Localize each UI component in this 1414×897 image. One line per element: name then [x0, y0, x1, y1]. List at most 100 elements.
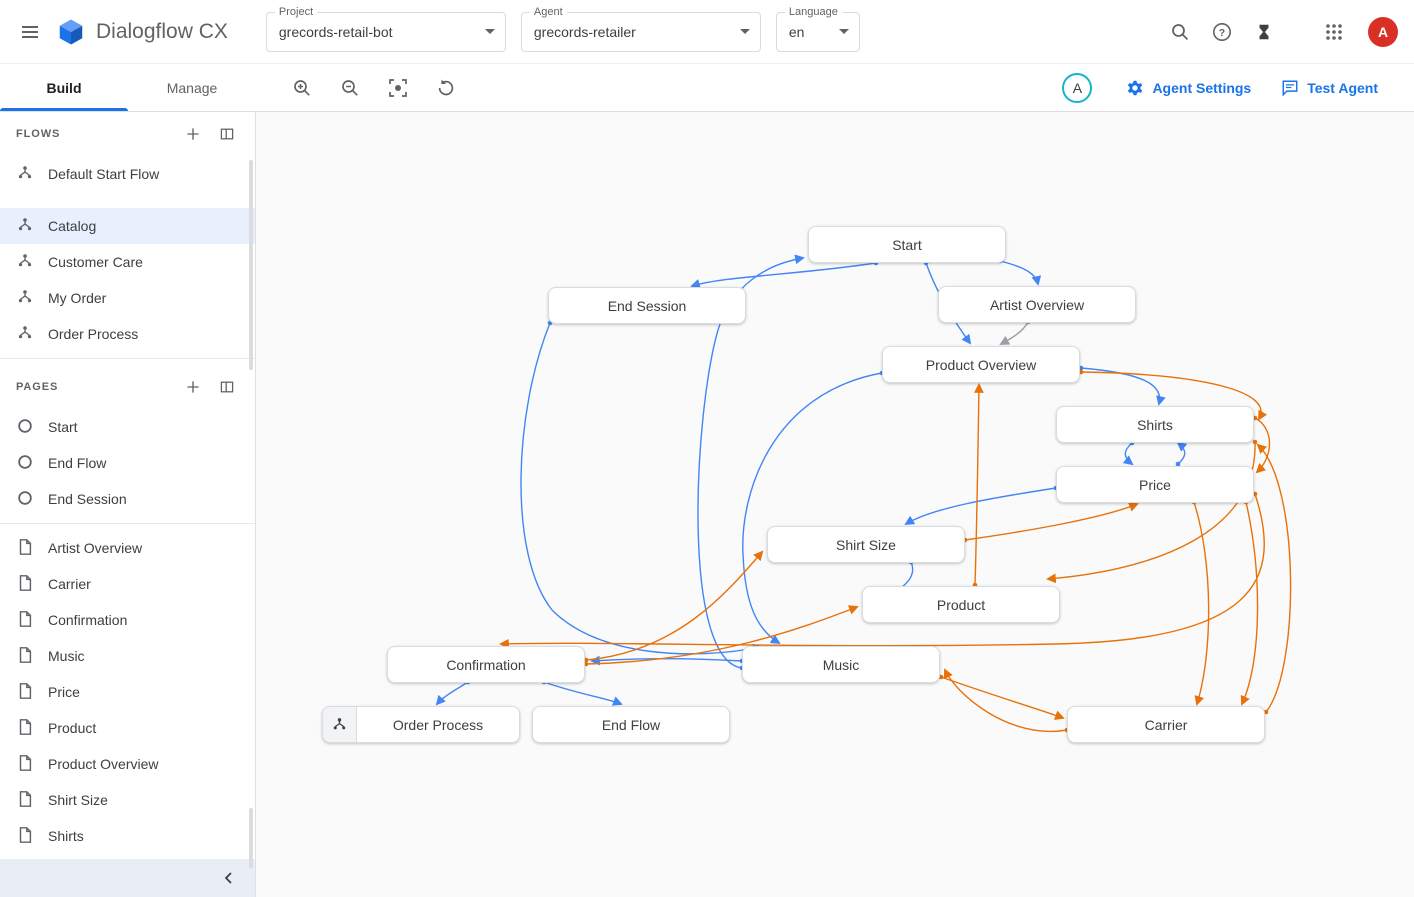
table-view-icon [220, 381, 234, 393]
node-confirmation[interactable]: Confirmation [387, 646, 585, 683]
node-shirts[interactable]: Shirts [1056, 406, 1254, 443]
agent-select[interactable]: Agent grecords-retailer [520, 5, 761, 52]
reset-view-button[interactable] [426, 68, 466, 108]
node-price[interactable]: Price [1056, 466, 1254, 503]
edge-carrier-to-music[interactable] [943, 668, 1068, 733]
edge-music-to-start[interactable] [697, 254, 805, 669]
edge-end-session-to-music[interactable] [520, 322, 763, 655]
edge-product-overview-to-shirts[interactable] [1080, 371, 1268, 421]
edge-confirmation-to-shirt-size[interactable] [585, 550, 764, 661]
project-select[interactable]: Project grecords-retail-bot [265, 5, 506, 52]
node-product-overview[interactable]: Product Overview [882, 346, 1080, 383]
node-shirt-size[interactable]: Shirt Size [767, 526, 965, 563]
flow-item-catalog[interactable]: Catalog [0, 208, 255, 244]
hamburger-menu-button[interactable] [10, 12, 50, 52]
page-item-artist-overview[interactable]: Artist Overview [0, 530, 255, 566]
page-item-product-overview[interactable]: Product Overview [0, 746, 255, 782]
edge-music-to-confirmation[interactable] [590, 655, 743, 666]
apps-grid-icon [1326, 23, 1342, 40]
edge-confirmation-to-order-process[interactable] [435, 681, 469, 706]
edge-shirts-to-price[interactable] [1254, 417, 1271, 474]
node-artist-overview[interactable]: Artist Overview [938, 286, 1136, 323]
node-order-process[interactable]: Order Process [322, 706, 520, 743]
edge-carrier-to-shirts[interactable] [1256, 443, 1292, 713]
agent-avatar-badge[interactable]: A [1062, 72, 1093, 103]
help-button[interactable]: ? [1202, 12, 1242, 52]
edge-start-to-end-session[interactable] [690, 262, 877, 289]
edge-start-to-artist-overview[interactable] [999, 260, 1042, 286]
page-item-end-session[interactable]: End Session [0, 481, 255, 517]
edge-price-to-shirts[interactable] [1176, 441, 1188, 465]
edge-product-to-product-overview[interactable] [973, 383, 984, 586]
hourglass-icon [1259, 24, 1269, 39]
node-music[interactable]: Music [742, 646, 940, 683]
edge-music-to-carrier[interactable] [940, 676, 1065, 720]
collapse-sidebar-button[interactable] [215, 864, 243, 892]
page-item-shirts[interactable]: Shirts [0, 818, 255, 854]
page-item-price[interactable]: Price [0, 674, 255, 710]
page-item-label: Product [48, 720, 97, 736]
edge-shirts-to-product[interactable] [1046, 441, 1256, 584]
page-item-carrier[interactable]: Carrier [0, 566, 255, 602]
edge-confirmation-to-product[interactable] [585, 605, 859, 665]
edge-price-to-carrier[interactable] [1193, 501, 1210, 706]
node-carrier[interactable]: Carrier [1067, 706, 1265, 743]
flow-item-label: Catalog [48, 218, 97, 234]
flow-item-label: Customer Care [48, 254, 143, 270]
language-select-label: Language [784, 5, 842, 18]
language-select[interactable]: Language en [775, 5, 860, 52]
edge-product-overview-to-shirts[interactable] [1080, 367, 1166, 406]
google-apps-button[interactable] [1314, 12, 1354, 52]
svg-text:?: ? [1219, 26, 1225, 38]
flow-item-my-order[interactable]: My Order [0, 280, 255, 316]
project-select-label: Project [274, 5, 318, 18]
page-item-shirt-size[interactable]: Shirt Size [0, 782, 255, 818]
test-agent-button[interactable]: Test Agent [1271, 73, 1388, 103]
flow-icon [16, 324, 34, 345]
edge-price-to-shirt-size[interactable] [904, 487, 1057, 526]
node-label: Shirt Size [836, 536, 896, 553]
center-focus-button[interactable] [378, 68, 418, 108]
edge-product-overview-to-music[interactable] [742, 372, 883, 645]
edge-price-to-carrier[interactable] [1240, 501, 1259, 706]
node-label: Start [892, 236, 922, 253]
flow-item-order-process[interactable]: Order Process [0, 316, 255, 352]
page-item-music[interactable]: Music [0, 638, 255, 674]
pages-list-view-button[interactable] [213, 373, 241, 401]
add-flow-button[interactable] [179, 120, 207, 148]
sidebar-divider [0, 523, 255, 524]
flow-item-default-start-flow[interactable]: Default Start Flow [0, 156, 255, 192]
node-label: Shirts [1137, 416, 1173, 433]
flow-item-customer-care[interactable]: Customer Care [0, 244, 255, 280]
edge-confirmation-to-end-flow[interactable] [543, 681, 623, 706]
page-item-label: End Session [48, 491, 127, 507]
agent-settings-button[interactable]: Agent Settings [1116, 73, 1261, 103]
flows-list-view-button[interactable] [213, 120, 241, 148]
account-avatar[interactable]: A [1368, 16, 1398, 47]
node-start[interactable]: Start [808, 226, 1006, 263]
search-button[interactable] [1160, 12, 1200, 52]
node-end-session[interactable]: End Session [548, 287, 746, 324]
edge-artist-overview-to-product-overview[interactable] [999, 321, 1029, 345]
zoom-in-button[interactable] [282, 68, 322, 108]
edge-shirts-to-price[interactable] [1122, 442, 1134, 466]
page-item-confirmation[interactable]: Confirmation [0, 602, 255, 638]
sidebar-scrollbar[interactable] [249, 160, 253, 370]
edge-shirt-size-to-price[interactable] [964, 502, 1139, 541]
zoom-out-button[interactable] [330, 68, 370, 108]
tab-build[interactable]: Build [0, 64, 128, 111]
sidebar-scrollbar[interactable] [249, 808, 253, 868]
page-item-end-flow[interactable]: End Flow [0, 445, 255, 481]
edge-price-to-confirmation[interactable] [499, 493, 1265, 649]
add-page-button[interactable] [179, 373, 207, 401]
pending-tasks-button[interactable] [1244, 12, 1284, 52]
node-end-flow[interactable]: End Flow [532, 706, 730, 743]
page-item-product[interactable]: Product [0, 710, 255, 746]
page-item-start[interactable]: Start [0, 409, 255, 445]
node-product[interactable]: Product [862, 586, 1060, 623]
tab-manage[interactable]: Manage [166, 79, 218, 96]
